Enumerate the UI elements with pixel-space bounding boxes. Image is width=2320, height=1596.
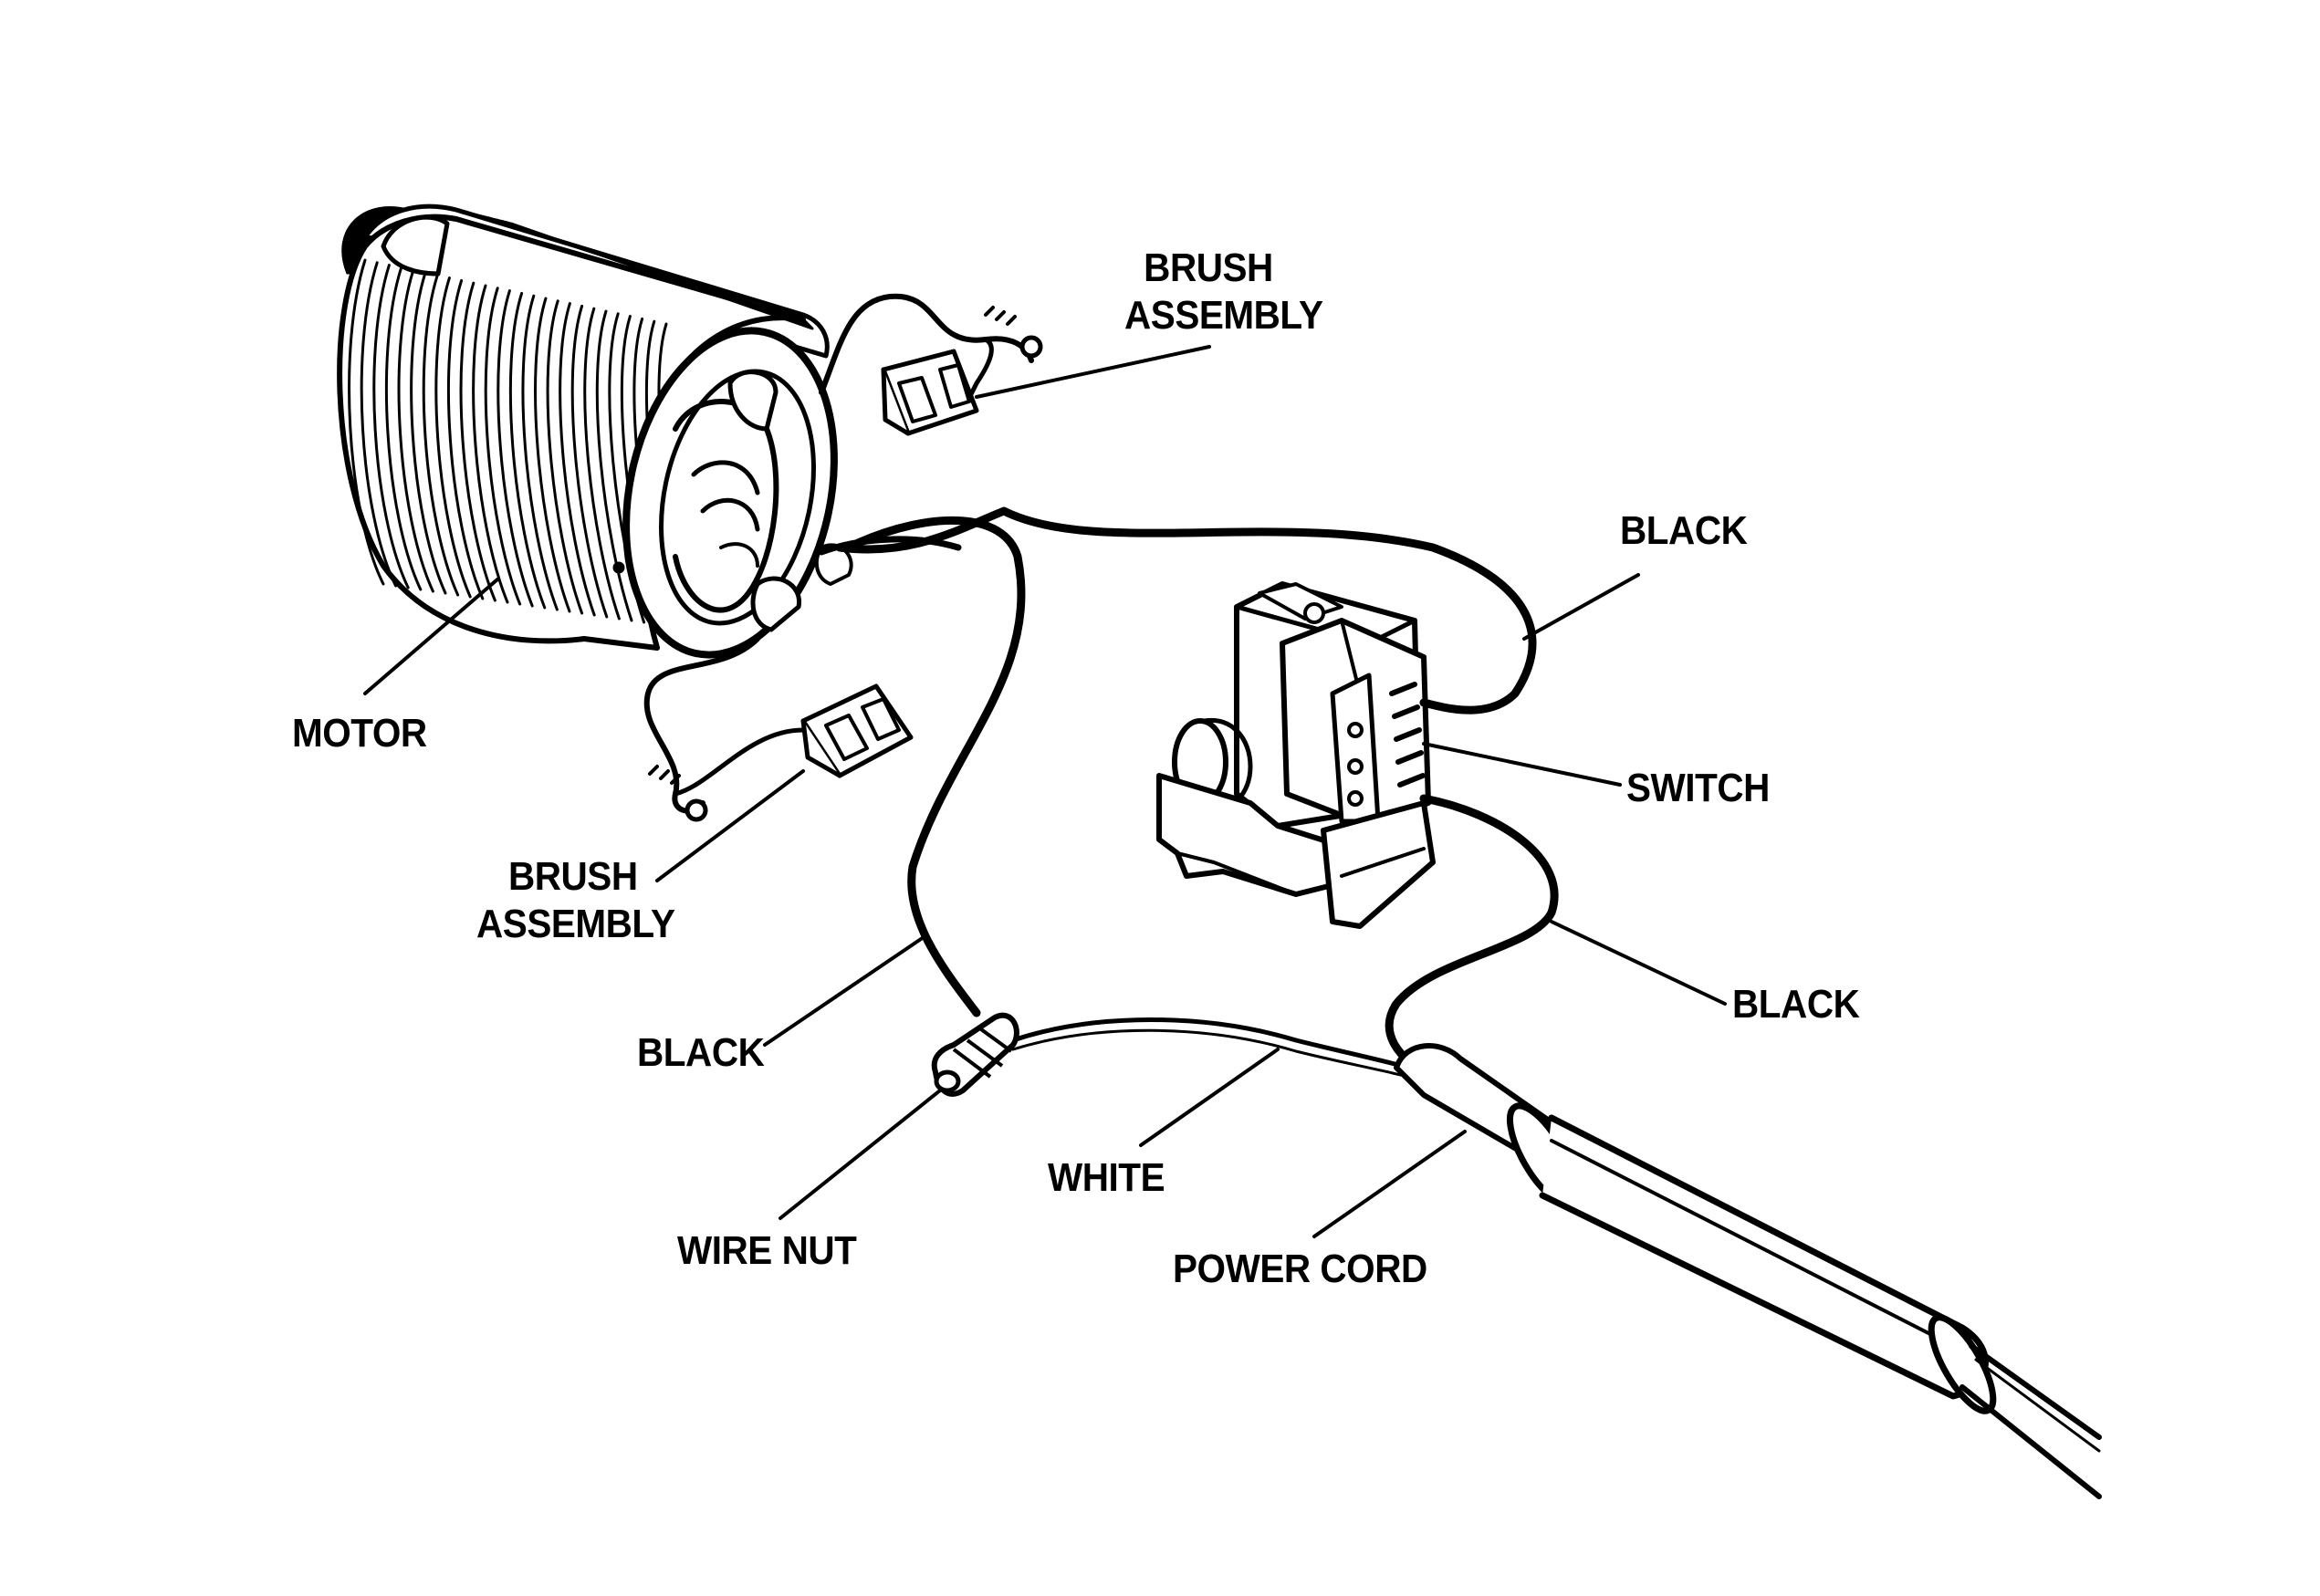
label-black-left: BLACK [637,1030,765,1075]
motor-winding-stripe [559,302,596,617]
motor-winding-stripe [446,278,485,600]
label-power-cord: POWER CORD [1173,1247,1427,1291]
motor-winding-stripe [595,309,633,622]
label-motor: MOTOR [292,711,427,756]
label-black-top: BLACK [1620,508,1748,553]
label-switch: SWITCH [1626,766,1770,810]
motor-winding-stripe [508,291,547,610]
motor-lamination-stripe [509,222,814,330]
motor-winding-stripe [521,294,559,611]
label-brush-assembly-top-line1: BRUSH [1144,245,1273,290]
motor-winding-stripe [496,289,534,608]
motor-winding-stripe [472,284,509,604]
motor-winding-stripe [422,274,460,597]
motor-winding-stripe [384,266,423,591]
label-brush-assembly-top: BRUSH ASSEMBLY [1124,245,1323,339]
brush-assembly-bottom [643,636,914,822]
motor-winding-stripe [583,307,621,621]
label-white: WHITE [1048,1155,1165,1200]
wires [818,506,1559,1088]
label-brush-assembly-bottom-line1: BRUSH [507,854,638,899]
label-wire-nut: WIRE NUT [677,1228,857,1273]
motor-winding-stripe [434,276,472,599]
motor-winding-stripe [410,271,447,595]
motor [337,203,853,659]
motor-winding-stripe [459,281,496,602]
motor-winding-stripe [534,297,571,613]
switch [1156,581,1436,929]
wire-nut [931,1012,1019,1097]
motor-winding-stripe [570,304,609,619]
label-brush-assembly-bottom: BRUSH ASSEMBLY [476,853,675,948]
label-black-right: BLACK [1732,982,1860,1027]
leader-lines [363,345,1727,1238]
motor-winding-stripe [546,299,584,615]
motor-winding-stripe [397,268,434,593]
label-brush-assembly-top-line2: ASSEMBLY [1124,293,1323,338]
brush-assembly-top [819,293,1043,436]
label-brush-assembly-bottom-line2: ASSEMBLY [476,902,675,946]
motor-winding-stripe [360,261,398,588]
motor-winding-stripe [348,258,385,586]
motor-winding-stripe [484,287,522,606]
power-cord [1394,1043,2102,1499]
motor-winding-stripe [372,264,410,589]
